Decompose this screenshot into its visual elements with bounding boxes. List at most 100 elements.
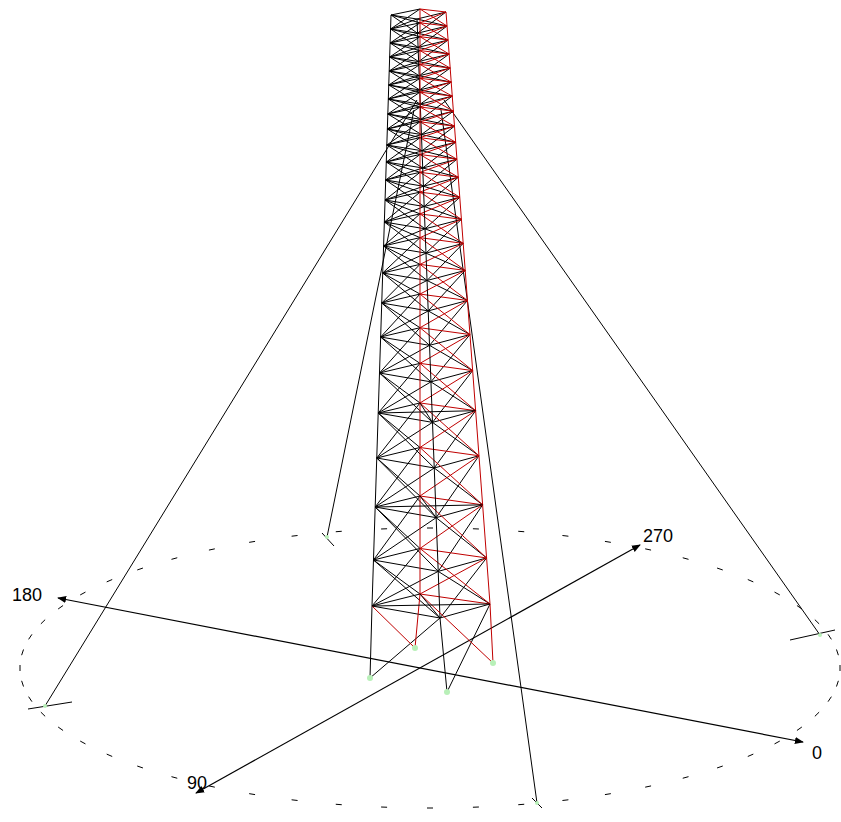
tick-mark bbox=[137, 568, 143, 570]
tick-mark bbox=[58, 606, 63, 609]
tower-member bbox=[420, 51, 450, 69]
tower-member bbox=[375, 505, 482, 507]
tower-member bbox=[428, 311, 470, 335]
tower-member bbox=[377, 422, 433, 458]
tick-mark bbox=[20, 665, 21, 671]
tower-member bbox=[420, 548, 490, 604]
tower-member bbox=[377, 458, 436, 518]
tick-mark bbox=[605, 793, 611, 795]
tower-member bbox=[438, 571, 490, 604]
tower-member bbox=[370, 606, 372, 678]
tower-member bbox=[420, 496, 436, 518]
tick-mark bbox=[797, 727, 802, 730]
tick-mark bbox=[748, 754, 754, 756]
tower-member bbox=[373, 496, 420, 560]
tick-mark bbox=[107, 580, 113, 582]
tick-mark bbox=[518, 804, 524, 805]
tower-member bbox=[420, 496, 483, 505]
tower-member bbox=[372, 15, 391, 606]
tower-member bbox=[490, 604, 493, 663]
tick-mark bbox=[473, 807, 479, 808]
tower-member bbox=[418, 33, 449, 40]
tick-mark bbox=[815, 712, 819, 716]
tick-mark bbox=[41, 620, 45, 624]
tower-member bbox=[420, 371, 473, 403]
tick-mark bbox=[336, 804, 342, 805]
tower-member bbox=[420, 37, 449, 54]
tower-member bbox=[440, 618, 447, 692]
tower-member bbox=[420, 96, 452, 107]
tick-mark bbox=[645, 786, 651, 787]
tick-mark bbox=[815, 620, 819, 624]
tick-mark bbox=[292, 799, 298, 801]
tower-member bbox=[420, 594, 490, 604]
tower-member bbox=[432, 411, 475, 423]
tower-member bbox=[440, 558, 487, 618]
tower-member bbox=[391, 9, 420, 15]
tower-member bbox=[379, 363, 420, 373]
anchor-points bbox=[43, 535, 822, 805]
tower-member bbox=[420, 197, 460, 214]
tower-member bbox=[381, 311, 429, 337]
tick-mark bbox=[29, 697, 32, 702]
tick-mark bbox=[473, 528, 479, 529]
tick-mark bbox=[717, 766, 723, 768]
tower-supports bbox=[367, 645, 496, 695]
tower-member bbox=[420, 155, 457, 160]
tick-mark bbox=[605, 541, 611, 543]
tower-member bbox=[388, 92, 420, 114]
tower-member bbox=[420, 111, 453, 122]
tower-member bbox=[420, 12, 446, 23]
tower-member bbox=[420, 9, 446, 12]
direction-label: 180 bbox=[12, 586, 42, 604]
tower-member bbox=[420, 363, 476, 410]
guy-cables bbox=[45, 100, 820, 803]
tower-member bbox=[372, 594, 420, 606]
tower-member bbox=[432, 371, 472, 423]
tick-mark bbox=[828, 634, 831, 639]
tick-mark bbox=[683, 558, 689, 560]
tower-member bbox=[379, 345, 429, 373]
tower-member bbox=[446, 12, 490, 604]
tower-member bbox=[447, 604, 490, 692]
tower-member bbox=[440, 604, 490, 618]
tower-member bbox=[420, 9, 447, 26]
tower-member bbox=[382, 264, 420, 303]
tower-member bbox=[370, 618, 440, 678]
tick-mark bbox=[80, 592, 85, 595]
tower-member bbox=[420, 82, 451, 92]
tower-member bbox=[375, 507, 438, 571]
tick-mark bbox=[336, 531, 342, 532]
tick-mark bbox=[249, 793, 255, 795]
tick-mark bbox=[518, 531, 524, 532]
tower-member bbox=[420, 548, 487, 557]
tower-member bbox=[420, 219, 461, 237]
tower-member bbox=[420, 78, 452, 96]
tower-member bbox=[424, 207, 461, 220]
tick-mark bbox=[840, 665, 841, 671]
tower-member bbox=[389, 64, 420, 85]
tower-member bbox=[431, 371, 473, 382]
tower-member bbox=[423, 186, 459, 197]
tower-member bbox=[390, 57, 420, 76]
tick-mark bbox=[381, 807, 387, 808]
tower-member bbox=[372, 606, 415, 648]
tower-member bbox=[432, 422, 478, 455]
tower-member bbox=[420, 594, 440, 618]
tower-member bbox=[420, 159, 457, 172]
tower-member bbox=[415, 594, 420, 648]
tick-mark bbox=[828, 697, 831, 702]
tower-member bbox=[420, 214, 463, 243]
tick-mark bbox=[41, 712, 45, 716]
tick-mark bbox=[645, 549, 651, 550]
tower-member bbox=[420, 155, 458, 178]
tick-mark bbox=[209, 549, 215, 550]
tower-member bbox=[420, 40, 448, 51]
tower-member bbox=[420, 23, 448, 40]
tick-mark bbox=[171, 777, 177, 779]
tower-member bbox=[420, 172, 458, 177]
tick-mark bbox=[29, 634, 32, 639]
tower-member bbox=[381, 328, 420, 337]
tower-member bbox=[420, 505, 483, 549]
tick-mark bbox=[58, 727, 63, 730]
